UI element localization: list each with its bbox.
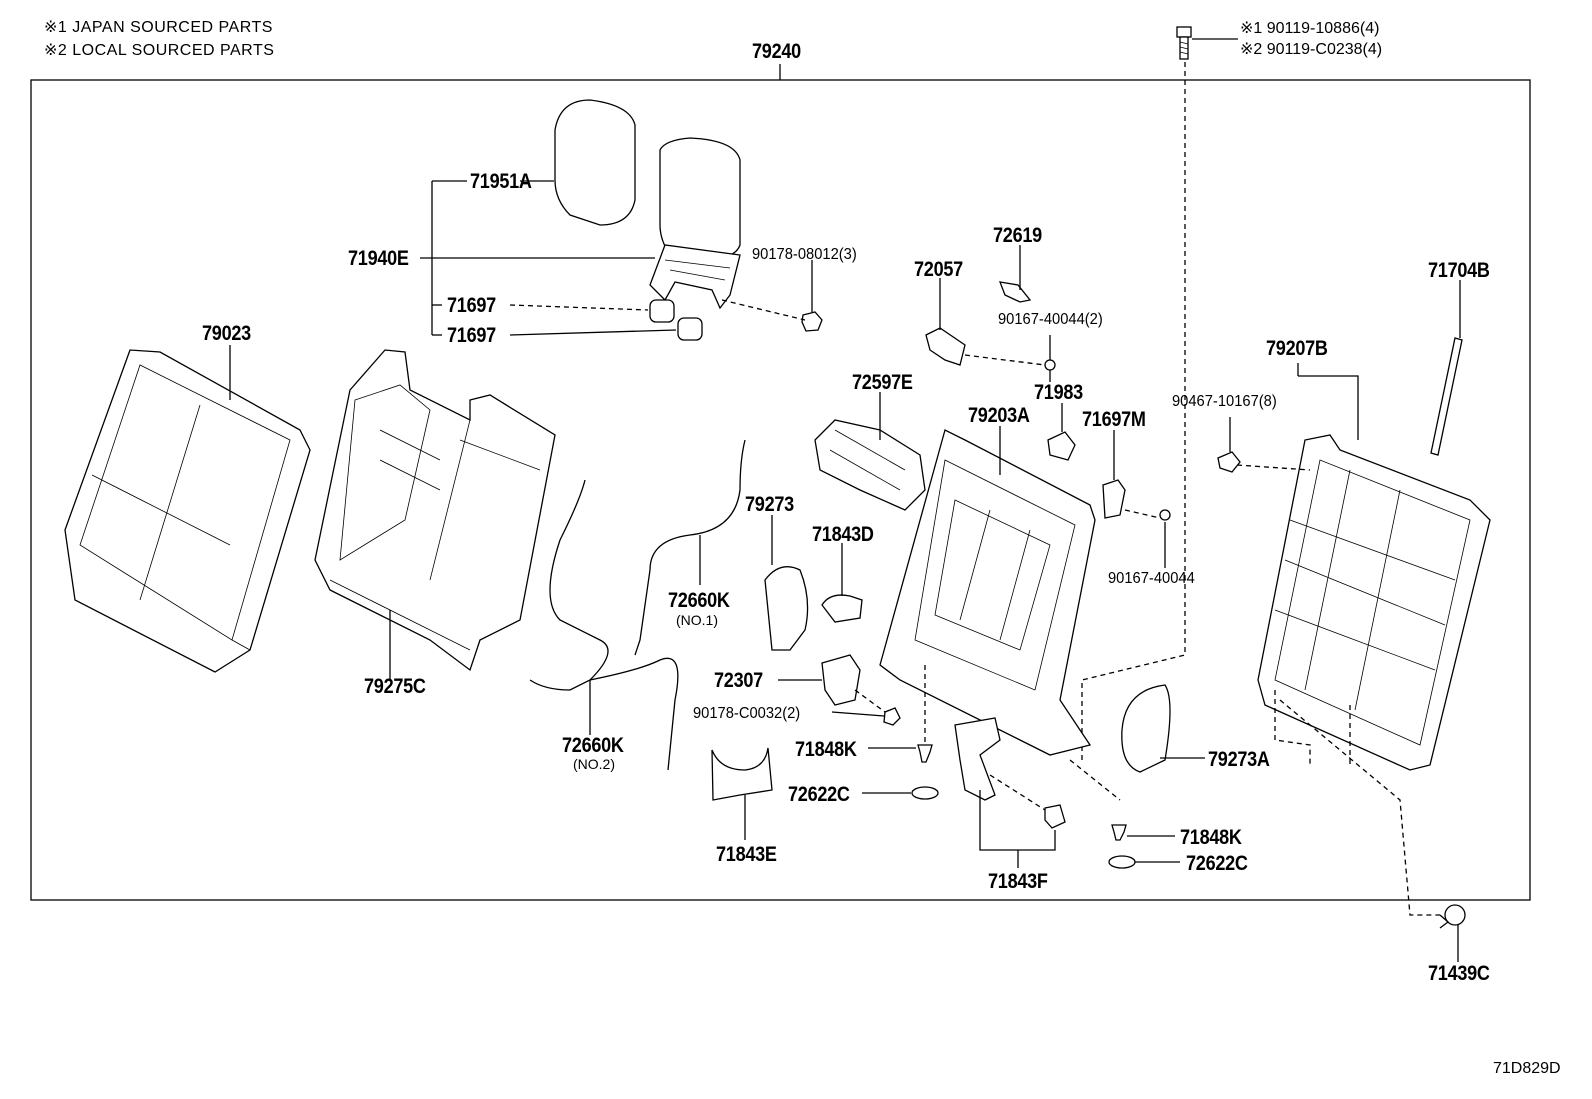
screw-part xyxy=(1044,359,1056,382)
part-label-71843E[interactable]: 71843E xyxy=(716,843,777,866)
part-label-79273A[interactable]: 79273A xyxy=(1208,748,1270,771)
part-label-90178-08012[interactable]: 90178-08012(3) xyxy=(752,246,857,263)
part-label-90167-40044[interactable]: 90167-40044 xyxy=(1108,570,1195,587)
lever-72307-part xyxy=(821,654,861,706)
bushing-part xyxy=(649,299,703,341)
cushion-72622C-part xyxy=(911,786,939,800)
part-label-71843D[interactable]: 71843D xyxy=(812,523,874,546)
clip-90467-part xyxy=(1217,451,1241,473)
seatback-frame-part xyxy=(879,429,1096,756)
cover-79273-part xyxy=(764,566,809,651)
bolt-90167-part xyxy=(1159,509,1171,521)
part-sublabel-no1: (NO.1) xyxy=(676,612,718,628)
part-label-72622C-left[interactable]: 72622C xyxy=(788,783,850,806)
cushion-72622C-right-part xyxy=(1108,855,1136,869)
seatback-cover-part xyxy=(64,349,311,673)
headrest-part xyxy=(554,99,741,261)
part-label-79203A[interactable]: 79203A xyxy=(968,404,1030,427)
headrest-support-part xyxy=(649,244,741,310)
part-label-71848K-left[interactable]: 71848K xyxy=(795,738,857,761)
clip-71848K-part xyxy=(917,744,933,763)
part-label-71704B[interactable]: 71704B xyxy=(1428,259,1490,282)
local-sourced-note: ※2 LOCAL SOURCED PARTS xyxy=(44,42,275,59)
lock-part xyxy=(814,419,926,511)
nut-90178-part xyxy=(883,707,901,726)
bracket-71697M-part xyxy=(1102,479,1126,519)
part-label-72307[interactable]: 72307 xyxy=(714,669,763,692)
part-label-72622C-right[interactable]: 72622C xyxy=(1186,852,1248,875)
cover-71843D-part xyxy=(821,594,863,623)
part-label-72660K-no1[interactable]: 72660K xyxy=(668,589,730,612)
part-label-72660K-no2[interactable]: 72660K xyxy=(562,734,624,757)
bolt-callout-local[interactable]: ※2 90119-C0238(4) xyxy=(1240,41,1383,58)
japan-sourced-note: ※1 JAPAN SOURCED PARTS xyxy=(44,19,273,36)
part-label-71951A[interactable]: 71951A xyxy=(470,170,532,193)
clip-71848K-right-part xyxy=(1111,824,1127,841)
part-label-90178-C0032[interactable]: 90178-C0032(2) xyxy=(693,705,801,722)
part-label-72057[interactable]: 72057 xyxy=(914,258,963,281)
part-label-71983[interactable]: 71983 xyxy=(1034,381,1083,404)
part-label-71843F[interactable]: 71843F xyxy=(988,870,1048,893)
part-label-79023[interactable]: 79023 xyxy=(202,322,251,345)
part-label-72619[interactable]: 72619 xyxy=(993,224,1042,247)
part-label-71697-2[interactable]: 71697 xyxy=(447,324,496,347)
part-sublabel-no2: (NO.2) xyxy=(573,756,615,772)
part-label-71697-1[interactable]: 71697 xyxy=(447,294,496,317)
nut-part xyxy=(801,311,823,332)
seatback-pad-part xyxy=(314,349,556,672)
bolt-icon xyxy=(1176,26,1192,60)
diagram-code: 71D829D xyxy=(1493,1060,1561,1077)
part-label-71439C[interactable]: 71439C xyxy=(1428,962,1490,985)
cable-no2-part xyxy=(529,479,679,771)
part-label-90167-40044-2[interactable]: 90167-40044(2) xyxy=(998,311,1103,328)
bracket-71843F-part xyxy=(954,717,1001,801)
part-label-72597E[interactable]: 72597E xyxy=(852,371,913,394)
clip-part xyxy=(998,281,1032,303)
part-label-71697M[interactable]: 71697M xyxy=(1082,408,1146,431)
cable-no1-part xyxy=(634,439,746,656)
clip-71439C-part xyxy=(1439,904,1466,929)
bolt-71843F-part xyxy=(1044,804,1066,829)
assembly-number[interactable]: 79240 xyxy=(752,40,801,63)
seatback-board-part xyxy=(1257,434,1491,771)
part-label-71848K-right[interactable]: 71848K xyxy=(1180,826,1242,849)
cover-71843E-part xyxy=(711,747,773,801)
part-label-79273[interactable]: 79273 xyxy=(745,493,794,516)
part-label-79207B[interactable]: 79207B xyxy=(1266,337,1328,360)
cover-part xyxy=(925,327,966,366)
part-label-90467-10167[interactable]: 90467-10167(8) xyxy=(1172,393,1277,410)
cover-79273A-part xyxy=(1121,684,1171,773)
clip-71983-part xyxy=(1047,431,1076,461)
part-label-71940E[interactable]: 71940E xyxy=(348,247,409,270)
strip-71704B-part xyxy=(1430,337,1463,456)
bolt-callout-japan[interactable]: ※1 90119-10886(4) xyxy=(1240,20,1380,37)
part-label-79275C[interactable]: 79275C xyxy=(364,675,426,698)
